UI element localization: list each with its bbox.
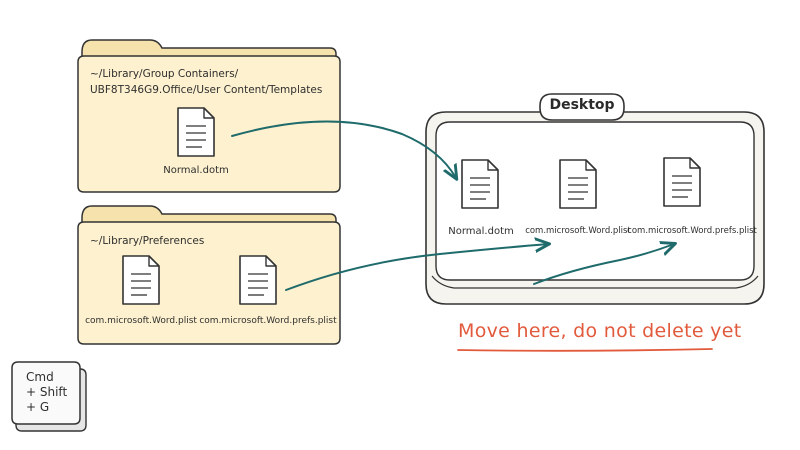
document-icon-word-prefs-plist-desktop [663, 157, 701, 207]
instruction-note: Move here, do not delete yet [458, 320, 742, 342]
file-label-normal-dotm-source: Normal.dotm [163, 165, 229, 176]
file-label-word-prefs-plist-desktop: com.microsoft.Word.prefs.plist [627, 226, 757, 236]
arrow-icon-normal-dotm [231, 120, 456, 178]
document-icon-word-plist-source [122, 255, 160, 305]
file-label-word-plist-desktop: com.microsoft.Word.plist [525, 226, 631, 236]
document-icon-normal-dotm-desktop [461, 159, 499, 209]
shortcut-key-shift: + Shift [26, 385, 68, 399]
arrow-icon-word-plist [285, 244, 548, 291]
folder-preferences-icon [77, 205, 341, 345]
document-icon-normal-dotm-source [177, 107, 215, 157]
arrow-icon-word-prefs-plist [533, 244, 674, 285]
file-label-normal-dotm-desktop: Normal.dotm [448, 226, 514, 237]
folder-templates-path-line2: UBF8T346G9.Office/User Content/Templates [90, 84, 323, 96]
folder-templates-path-line1: ~/Library/Group Containers/ [90, 68, 239, 80]
document-icon-word-prefs-plist-source [239, 255, 277, 305]
file-label-word-prefs-plist-source: com.microsoft.Word.prefs.plist [199, 316, 337, 326]
desktop-title: Desktop [549, 97, 615, 113]
document-icon-word-plist-desktop [559, 159, 597, 209]
shortcut-key-g: + G [26, 400, 50, 414]
note-underline [457, 348, 713, 352]
folder-preferences-path: ~/Library/Preferences [90, 235, 205, 247]
shortcut-key-cmd: Cmd [26, 370, 54, 384]
file-label-word-plist-source: com.microsoft.Word.plist [85, 316, 197, 326]
keyboard-key-icon [11, 361, 87, 432]
